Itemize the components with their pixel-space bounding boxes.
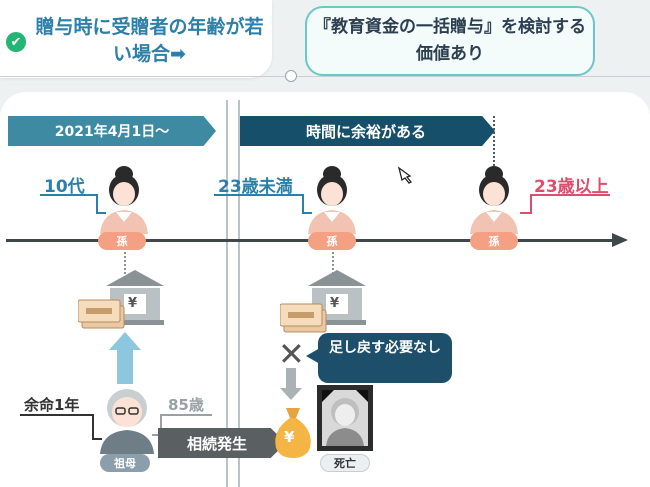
gift-up-arrow-icon — [109, 332, 141, 350]
gift-up-arrow-shaft — [117, 348, 133, 384]
age-label-under-23: 23歳未満 — [218, 177, 293, 197]
header-left-card — [0, 0, 272, 78]
no-add-back-callout: 足し戻す必要なし — [318, 333, 452, 383]
inheritance-arrow: 相続発生 — [158, 428, 286, 458]
age-label-under-23-leader — [302, 194, 312, 214]
grandchild-3-icon — [470, 166, 518, 234]
grandchild-1-icon — [100, 166, 148, 234]
banner-time-available: 時間に余裕がある — [237, 116, 495, 146]
time-gap-separator — [226, 100, 240, 487]
grandmother-age-leader — [152, 414, 162, 436]
header-divider-dot — [285, 70, 297, 82]
grandmother-age-label: 85歳 — [168, 396, 204, 414]
grandmother-age-underline — [160, 414, 212, 416]
header-right-card: 『教育資金の一括贈与』を検討する価値あり — [305, 6, 595, 76]
age-label-under-23-underline — [214, 194, 304, 196]
remaining-life-leader — [92, 414, 102, 440]
grandmother-icon — [100, 389, 154, 454]
money-bag-icon — [275, 408, 311, 458]
deceased-tag: 死亡 — [320, 454, 370, 472]
callout-tail — [306, 348, 320, 364]
grandchild-2-icon — [308, 166, 356, 234]
header-left-text: 贈与時に受贈者の年齢が若い場合➡ — [35, 16, 264, 65]
age-label-teens-leader — [96, 194, 106, 214]
pointer-hand-icon — [397, 166, 413, 184]
money-bag-yen-icon: ¥ — [284, 428, 295, 446]
banner-start-date: 2021年4月1日〜 — [8, 116, 216, 146]
timeline-arrow-icon — [612, 233, 628, 247]
age-label-23-plus: 23歳以上 — [534, 177, 609, 197]
money-2-icon — [280, 303, 327, 333]
age-label-23-plus-leader — [520, 194, 532, 214]
age-label-teens-underline — [40, 194, 98, 196]
grandchild-2-tag: 孫 — [308, 232, 356, 250]
money-1-icon — [78, 299, 125, 329]
age-label-teens: 10代 — [44, 177, 85, 197]
bank-1-yen-icon: ¥ — [128, 296, 138, 311]
check-icon: ✔ — [6, 32, 26, 52]
header-divider — [0, 76, 650, 77]
grandchild-3-tag: 孫 — [470, 232, 518, 250]
add-back-down-arrow-icon — [280, 388, 302, 400]
remaining-life-label: 余命1年 — [24, 396, 80, 414]
bank-1-connector — [124, 252, 126, 274]
banner-end-marker — [493, 116, 495, 174]
bank-2-yen-icon: ¥ — [330, 296, 340, 311]
bank-2-connector — [332, 252, 334, 274]
age-label-23-plus-underline — [530, 194, 610, 196]
grandchild-1-tag: 孫 — [98, 232, 146, 250]
grandmother-tag: 祖母 — [100, 454, 150, 472]
add-back-down-arrow-shaft — [286, 368, 296, 390]
deceased-portrait-icon — [317, 385, 373, 451]
remaining-life-underline — [20, 414, 94, 416]
cross-icon: ✕ — [278, 335, 305, 373]
